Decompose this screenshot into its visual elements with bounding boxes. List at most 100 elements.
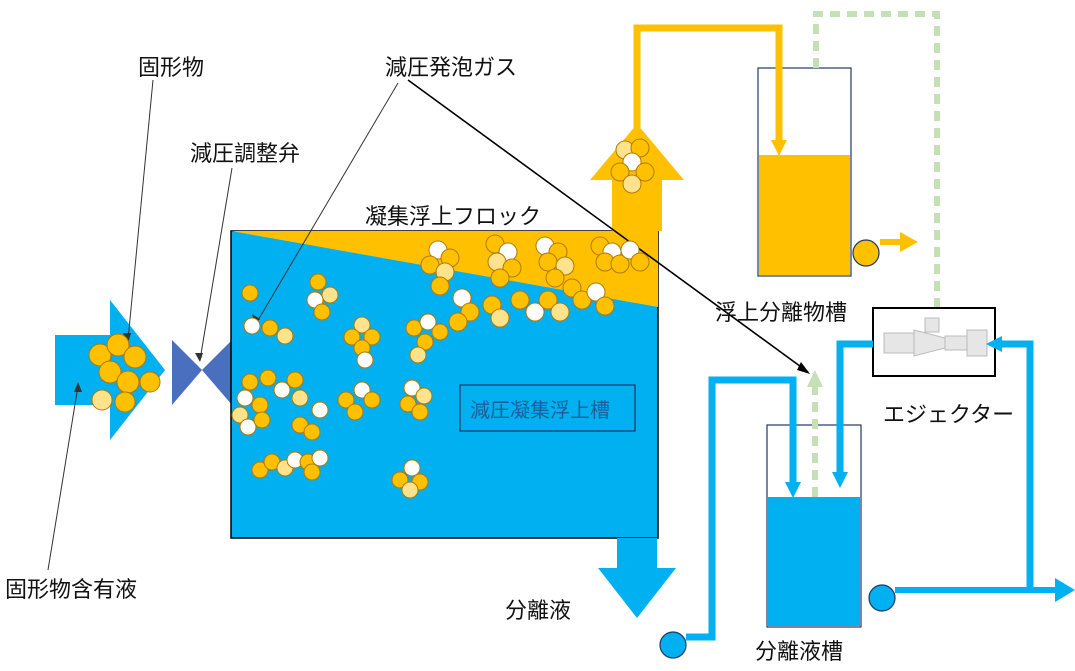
callout-gas <box>256 82 399 323</box>
particle <box>286 371 304 389</box>
particle <box>490 308 510 328</box>
ejector-pipe-arrowhead <box>832 472 848 488</box>
particle <box>490 268 510 288</box>
particle <box>363 391 381 409</box>
particle <box>550 302 570 322</box>
callout-gas-ejector <box>407 79 809 373</box>
separated-pump-icon <box>868 584 896 612</box>
particle <box>253 411 271 429</box>
particle <box>239 418 257 436</box>
label-separated-liquid: 分離液 <box>505 599 572 624</box>
particle <box>276 327 294 345</box>
particle <box>321 286 339 304</box>
valve-icon <box>172 340 232 405</box>
particle <box>401 481 419 499</box>
particle <box>538 290 558 310</box>
label-main-tank: 減圧凝集浮上槽 <box>470 398 610 422</box>
particle <box>630 252 650 272</box>
particle <box>311 401 329 419</box>
particle <box>538 252 558 272</box>
particle <box>303 423 321 441</box>
particle <box>525 302 545 322</box>
particle <box>231 406 249 424</box>
particle <box>635 162 655 182</box>
particle-group <box>88 138 655 499</box>
callout-solids <box>127 79 154 341</box>
label-ejector: エジェクター <box>883 403 1015 428</box>
particle <box>416 333 434 351</box>
particle <box>106 333 130 357</box>
particle <box>363 328 381 346</box>
particle <box>586 282 606 302</box>
particle <box>430 276 450 296</box>
particle <box>123 345 147 369</box>
separated-tank-content <box>768 497 860 626</box>
particle <box>311 449 329 467</box>
particle <box>259 369 277 387</box>
label-solids: 固形物 <box>138 56 205 81</box>
particle <box>88 343 112 367</box>
float-out-arrowhead <box>900 232 918 252</box>
particle <box>243 317 261 335</box>
ejector-pipe <box>836 340 873 476</box>
particle <box>251 461 269 479</box>
particle <box>261 319 279 337</box>
recycle-arrowhead <box>986 336 1002 352</box>
recycle-pipe <box>1000 340 1034 590</box>
output-arrowhead <box>1055 578 1075 602</box>
particle <box>353 316 371 334</box>
gas-arrowhead-up <box>807 370 823 387</box>
particle <box>415 387 433 405</box>
particle <box>313 303 331 321</box>
float-pump-icon <box>852 239 880 267</box>
floc-pipe <box>633 24 783 148</box>
label-valve: 減圧調整弁 <box>190 142 301 167</box>
separated-pipe <box>686 376 797 641</box>
particle <box>545 268 565 288</box>
particle <box>419 313 437 331</box>
particle <box>356 351 374 369</box>
floc-pipe-arrowhead <box>771 140 787 156</box>
label-degas-gas: 減圧発泡ガス <box>385 56 518 81</box>
particle <box>291 389 309 407</box>
particle <box>251 396 269 414</box>
particle <box>241 284 259 302</box>
main-tank-label-box <box>459 384 636 432</box>
particle <box>399 395 417 413</box>
separated-pipe-arrowhead <box>785 482 801 498</box>
tank-outlet-arrow <box>598 538 676 618</box>
particle <box>114 391 136 413</box>
label-separated-tank: 分離液槽 <box>755 640 844 665</box>
callout-feed <box>47 385 79 571</box>
particle <box>448 312 468 332</box>
particle <box>303 463 321 481</box>
particle <box>241 373 259 391</box>
particle <box>510 290 530 310</box>
float-tank-content <box>759 155 850 275</box>
particle <box>116 370 140 394</box>
particle <box>409 346 427 364</box>
gas-line-top <box>813 11 940 312</box>
main-pump-icon <box>659 631 687 659</box>
particle <box>309 273 327 291</box>
label-floc: 凝集浮上フロック <box>365 205 542 230</box>
particle <box>91 389 113 411</box>
particle <box>273 381 291 399</box>
particle <box>411 403 429 421</box>
ejector-icon <box>883 317 988 357</box>
particle <box>98 360 122 384</box>
particle <box>431 323 449 341</box>
label-float-tank: 浮上分離物槽 <box>715 301 848 326</box>
particle <box>403 459 421 477</box>
particle <box>595 296 615 316</box>
particle <box>346 403 364 421</box>
particle <box>610 254 630 274</box>
particle <box>403 379 421 397</box>
particle <box>337 391 355 409</box>
particle <box>610 162 630 182</box>
particle <box>139 371 161 393</box>
label-feed-liquid: 固形物含有液 <box>5 578 138 603</box>
particle <box>236 389 254 407</box>
callout-valve <box>199 167 233 361</box>
